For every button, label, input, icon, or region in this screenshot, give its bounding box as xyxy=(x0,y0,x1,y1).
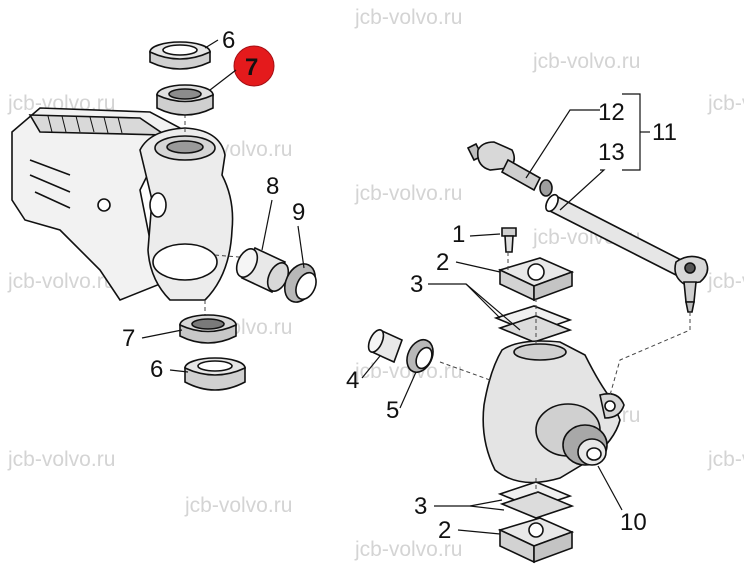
left-callouts: 6 7 8 9 7 6 xyxy=(122,27,305,383)
axle-beam-assembly xyxy=(11,100,251,315)
callout-5: 5 xyxy=(386,397,399,424)
highlight-badge xyxy=(233,45,275,87)
watermark: jcb-volvo.ru xyxy=(354,360,462,383)
callout-7-bottom: 7 xyxy=(122,325,135,352)
callout-3-bottom: 3 xyxy=(414,493,427,520)
watermark: jcb-volvo.ru xyxy=(184,494,292,517)
right-callouts: 12 13 11 1 2 3 4 5 10 3 2 xyxy=(346,93,677,544)
lip-seal xyxy=(283,263,317,303)
callout-4: 4 xyxy=(346,367,359,394)
bearing-bottom xyxy=(179,314,237,344)
callout-9: 9 xyxy=(292,199,305,226)
tie-rod-assembly xyxy=(466,141,709,313)
steering-knuckle-assembly xyxy=(367,227,691,564)
callout-12: 12 xyxy=(598,99,625,126)
watermark: jcb-volvo.ru xyxy=(707,448,744,471)
seal-ring-top xyxy=(149,41,211,70)
watermark: jcb-volvo.ru xyxy=(354,538,462,561)
callout-10: 10 xyxy=(620,509,647,536)
watermark: jcb-volvo.ru xyxy=(532,50,640,73)
callout-3-top: 3 xyxy=(410,271,423,298)
callout-2-top: 2 xyxy=(436,249,449,276)
lower-eye xyxy=(152,243,218,281)
seal-ring-bottom xyxy=(184,357,246,391)
callout-8: 8 xyxy=(266,173,279,200)
callout-7-top: 7 xyxy=(245,54,258,81)
bearing-top xyxy=(156,84,214,116)
watermark: jcb-volvo.ru xyxy=(354,6,462,29)
callout-1: 1 xyxy=(452,221,465,248)
watermarks: jcb-volvo.ru jcb-volvo.ru jcb-volvo.ru j… xyxy=(7,6,744,561)
bolt-hole xyxy=(97,198,111,212)
callout-2-bottom: 2 xyxy=(438,517,451,544)
watermark: jcb-volvo.ru xyxy=(354,182,462,205)
watermark: jcb-volvo.ru xyxy=(707,92,744,115)
callout-13: 13 xyxy=(598,139,625,166)
callout-11: 11 xyxy=(652,119,677,146)
watermark: jcb-volvo.ru xyxy=(7,448,115,471)
callout-6-top: 6 xyxy=(222,27,235,54)
watermark: jcb-volvo.ru xyxy=(7,270,115,293)
watermark: jcb-volvo.ru xyxy=(707,270,744,293)
callout-6-bottom: 6 xyxy=(150,356,163,383)
bushing xyxy=(235,246,290,294)
